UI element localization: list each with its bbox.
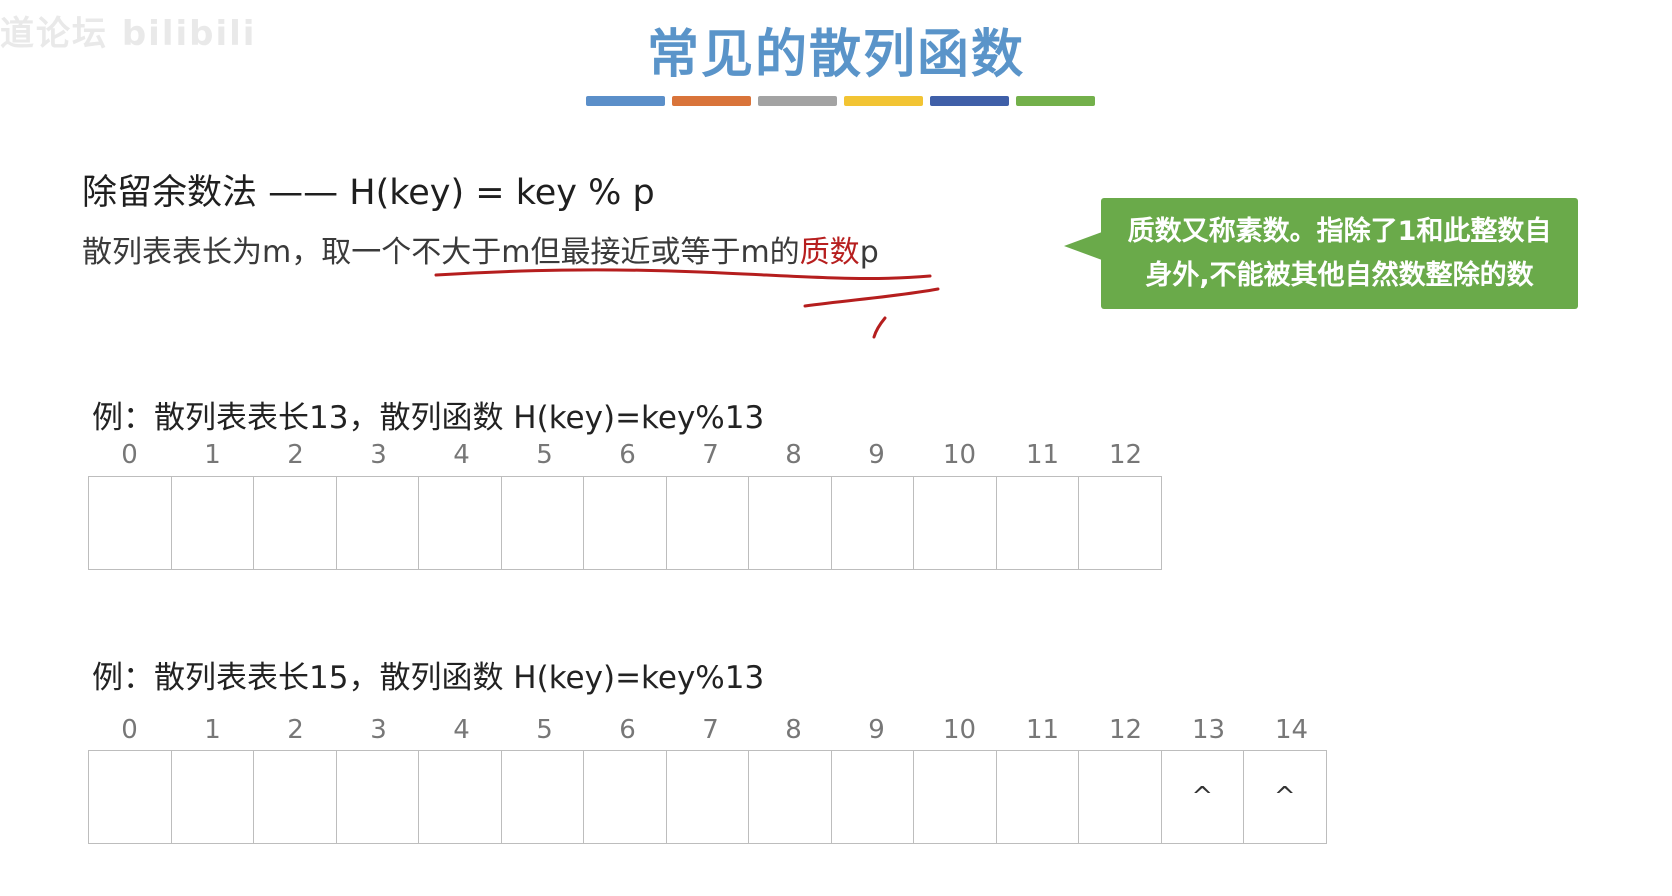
- index-label: 9: [868, 440, 885, 470]
- index-label: 3: [370, 715, 387, 745]
- table-cell: [1079, 477, 1162, 569]
- handwritten-underline: [434, 268, 932, 281]
- index-label: 13: [1191, 715, 1226, 745]
- table-cell: [419, 751, 502, 843]
- slide-title: 常见的散列函数: [646, 25, 1025, 85]
- index-label: 8: [785, 715, 802, 745]
- handwritten-mark: [872, 316, 887, 339]
- index-label: 8: [785, 440, 802, 470]
- color-bar: [586, 96, 1095, 106]
- handwritten-underline: [803, 287, 940, 308]
- color-bar-segment: [672, 96, 751, 106]
- table-cell: [254, 751, 337, 843]
- index-label: 9: [868, 715, 885, 745]
- index-label: 5: [536, 715, 553, 745]
- method-heading: 除留余数法 —— H(key) = key % p: [82, 173, 655, 213]
- index-label: 0: [121, 715, 138, 745]
- table-cell: [1079, 751, 1162, 843]
- index-label: 3: [370, 440, 387, 470]
- desc-underlined: 不大于m但最接近或等于m的: [411, 235, 800, 270]
- desc-highlight: 质数: [799, 235, 860, 270]
- table-cell: [997, 751, 1079, 843]
- table-cell: [337, 751, 419, 843]
- color-bar-segment: [1016, 96, 1095, 106]
- index-label: 1: [204, 440, 221, 470]
- table-cell: [832, 751, 914, 843]
- table-cell: [172, 751, 254, 843]
- watermark: 道论坛 bilibili: [0, 14, 257, 54]
- table-cell: [667, 477, 749, 569]
- example-label: 例：散列表表长15，散列函数 H(key)=key%13: [92, 660, 765, 696]
- table-cell: [502, 477, 584, 569]
- index-label: 10: [942, 715, 977, 745]
- index-label: 11: [1025, 715, 1060, 745]
- index-label: 12: [1108, 440, 1143, 470]
- table-cell: [172, 477, 254, 569]
- table-cell: [89, 477, 172, 569]
- index-label: 2: [287, 440, 304, 470]
- table-cell: [914, 751, 997, 843]
- table-cell: [584, 477, 667, 569]
- method-description: 散列表表长为m，取一个不大于m但最接近或等于m的质数p: [82, 227, 879, 271]
- table-cell: [419, 477, 502, 569]
- table-cell: ^: [1244, 751, 1327, 843]
- table-cell: [832, 477, 914, 569]
- callout-line: 质数又称素数。指除了1和此整数自: [1127, 215, 1552, 247]
- example-label: 例：散列表表长13，散列函数 H(key)=key%13: [92, 400, 765, 436]
- color-bar-segment: [586, 96, 665, 106]
- callout-line: 身外,不能被其他自然数整除的数: [1145, 259, 1534, 291]
- desc-suffix: p: [859, 235, 879, 270]
- index-label: 6: [619, 715, 636, 745]
- index-label: 10: [942, 440, 977, 470]
- index-label: 6: [619, 440, 636, 470]
- color-bar-segment: [930, 96, 1009, 106]
- table-cell: [749, 751, 832, 843]
- desc-prefix: 散列表表长为m，取一个: [82, 235, 412, 270]
- table-cell: [254, 477, 337, 569]
- index-label: 1: [204, 715, 221, 745]
- table-cell: [667, 751, 749, 843]
- table-cell: [337, 477, 419, 569]
- index-label: 5: [536, 440, 553, 470]
- index-label: 0: [121, 440, 138, 470]
- index-label: 14: [1274, 715, 1309, 745]
- index-label: 4: [453, 440, 470, 470]
- index-label: 12: [1108, 715, 1143, 745]
- table-cell: [89, 751, 172, 843]
- table-cell: [997, 477, 1079, 569]
- color-bar-segment: [758, 96, 837, 106]
- index-label: 2: [287, 715, 304, 745]
- hash-table: ^^: [88, 750, 1327, 844]
- callout-pointer: [1064, 232, 1102, 260]
- prime-callout: 质数又称素数。指除了1和此整数自 身外,不能被其他自然数整除的数: [1101, 198, 1578, 309]
- table-cell: [502, 751, 584, 843]
- table-cell: ^: [1162, 751, 1244, 843]
- table-cell: [749, 477, 832, 569]
- index-label: 7: [702, 715, 719, 745]
- table-cell: [914, 477, 997, 569]
- index-label: 4: [453, 715, 470, 745]
- index-label: 7: [702, 440, 719, 470]
- index-label: 11: [1025, 440, 1060, 470]
- color-bar-segment: [844, 96, 923, 106]
- hash-table: [88, 476, 1162, 570]
- table-cell: [584, 751, 667, 843]
